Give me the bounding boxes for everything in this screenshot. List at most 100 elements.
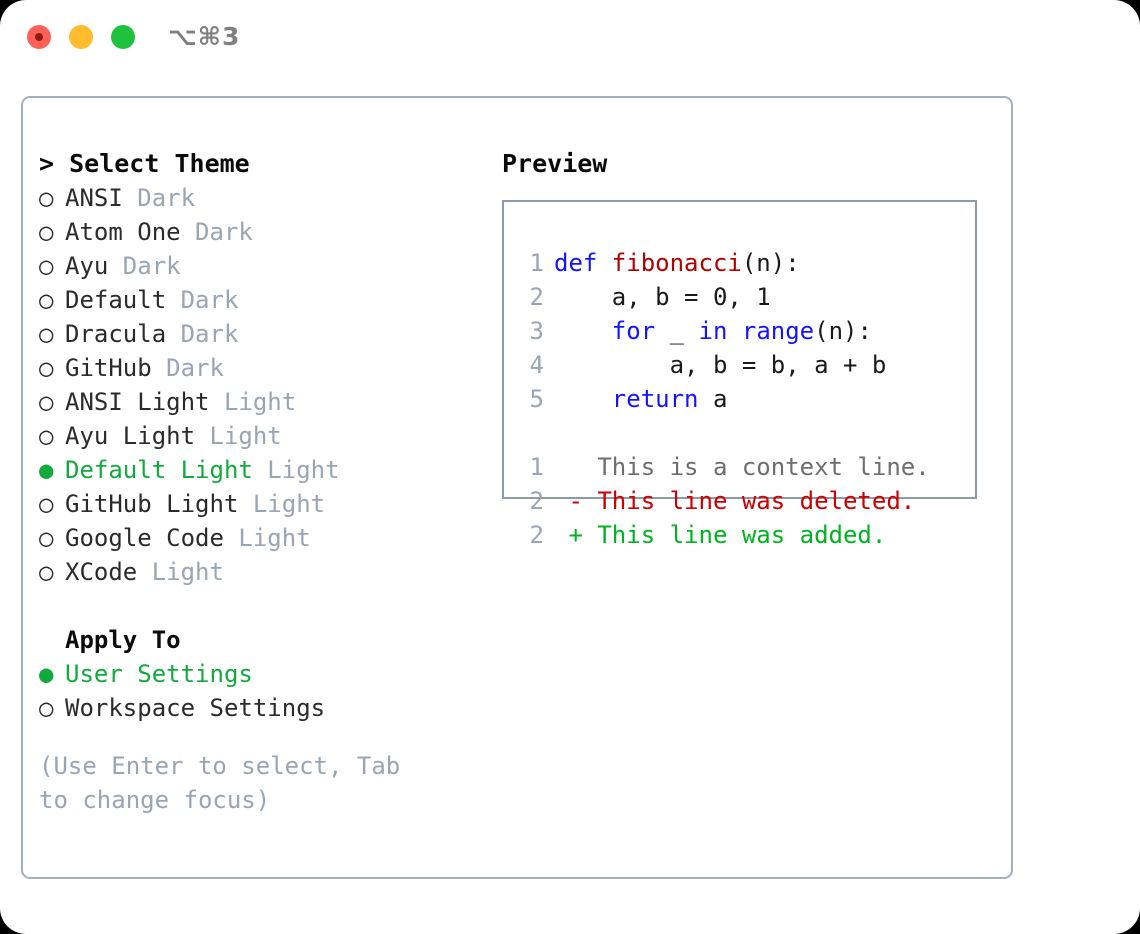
theme-option-google-code[interactable]: ○Google Code Light (39, 521, 479, 555)
code-line-number: 5 (529, 385, 544, 413)
code-token-kw: for (611, 317, 656, 345)
radio-selected-icon: ● (39, 660, 54, 688)
theme-option-default[interactable]: ○ Default Dark (39, 283, 479, 317)
theme-option-ansi-light[interactable]: ○ANSI Light Light (39, 385, 479, 419)
close-window-button[interactable] (27, 25, 51, 49)
theme-option-label: Ayu Light (65, 422, 210, 450)
theme-option-label: GitHub (65, 354, 167, 382)
theme-variant-tag: Dark (122, 252, 181, 280)
theme-variant-tag: Dark (180, 320, 239, 348)
code-token-fn: fibonacci (611, 249, 742, 277)
code-token-txt: a, b = 0, 1 (554, 283, 771, 311)
code-token-txt (554, 385, 612, 413)
code-line: 5 return a (504, 382, 975, 416)
theme-option-label: Dracula (65, 320, 181, 348)
code-line: 2 a, b = 0, 1 (504, 280, 975, 314)
minimize-window-button[interactable] (69, 25, 93, 49)
theme-variant-tag: Dark (137, 184, 196, 212)
theme-variant-tag: Dark (195, 218, 253, 246)
theme-option-github-light[interactable]: ○ GitHub Light Light (39, 487, 479, 521)
radio-unselected-icon: ○ (39, 490, 54, 518)
zoom-window-button[interactable] (111, 25, 135, 49)
theme-option-dracula[interactable]: ○ Dracula Dark (39, 317, 479, 351)
code-token-kw: range (741, 317, 815, 345)
code-line-number: 1 (529, 249, 544, 277)
theme-option-label: ANSI Light (65, 388, 224, 416)
apply-to-option-workspace-settings[interactable]: ○ Workspace Settings (39, 691, 479, 725)
diff-line-number: 1 (529, 453, 544, 481)
code-token-txt: a, b = b, a + b (554, 351, 887, 379)
diff-line-text-del: - This line was deleted. (554, 487, 916, 515)
diff-line-text-add: + This line was added. (554, 521, 887, 549)
code-line-number: 2 (529, 283, 544, 311)
apply-to-option-user-settings[interactable]: ● User Settings (39, 657, 479, 691)
code-token-txt: a (698, 385, 728, 413)
theme-variant-tag: Light (252, 490, 326, 518)
radio-unselected-icon: ○ (39, 524, 54, 552)
theme-variant-tag: Light (151, 558, 224, 586)
theme-option-ayu-light[interactable]: ○Ayu Light Light (39, 419, 479, 453)
title-bar: ⌥⌘3 (0, 0, 1140, 78)
code-diff-spacer (504, 416, 975, 450)
radio-unselected-icon: ○ (39, 252, 54, 280)
code-token-txt (554, 317, 612, 345)
diff-sample: 1 This is a context line.2 - This line w… (504, 450, 975, 552)
theme-variant-tag: Light (267, 456, 340, 484)
theme-variant-tag: Dark (180, 286, 239, 314)
theme-option-label: Google Code (65, 524, 239, 552)
theme-list: ○ANSI Dark○Atom One Dark○Ayu Dark○Defaul… (39, 181, 479, 589)
radio-unselected-icon: ○ (39, 218, 54, 246)
diff-line: 2 - This line was deleted. (504, 484, 975, 518)
code-line-number: 4 (529, 351, 544, 379)
traffic-light-group (27, 25, 135, 49)
radio-unselected-icon: ○ (39, 184, 54, 212)
theme-option-label: Ayu (65, 252, 123, 280)
theme-option-github[interactable]: ○ GitHub Dark (39, 351, 479, 385)
theme-option-ansi[interactable]: ○ ANSI Dark (39, 181, 479, 215)
theme-option-label: Default (65, 286, 181, 314)
apply-to-list: ● User Settings ○ Workspace Settings (39, 657, 479, 725)
code-token-txt: _ (655, 317, 699, 345)
apply-to-option-label: User Settings (65, 660, 253, 688)
theme-option-label: Default Light (65, 456, 268, 484)
theme-option-label: XCode (65, 558, 152, 586)
theme-picker-column: > Select Theme ○ANSI Dark○Atom One Dark○… (39, 147, 479, 817)
diff-line: 2 + This line was added. (504, 518, 975, 552)
radio-selected-icon: ● (39, 456, 54, 484)
radio-unselected-icon: ○ (39, 286, 54, 314)
diff-line-number: 2 (529, 521, 544, 549)
radio-unselected-icon: ○ (39, 558, 54, 586)
theme-option-label: ANSI (65, 184, 138, 212)
code-token-txt: (n): (741, 249, 800, 277)
radio-unselected-icon: ○ (39, 694, 54, 722)
radio-unselected-icon: ○ (39, 320, 54, 348)
code-line-number: 3 (529, 317, 544, 345)
theme-option-default-light[interactable]: ● Default Light Light (39, 453, 479, 487)
diff-line-text-ctx: This is a context line. (554, 453, 930, 481)
code-token-kw: return (611, 385, 699, 413)
radio-unselected-icon: ○ (39, 388, 54, 416)
apply-to-option-label: Workspace Settings (65, 694, 326, 722)
radio-unselected-icon: ○ (39, 354, 54, 382)
theme-option-atom-one[interactable]: ○Atom One Dark (39, 215, 479, 249)
window-title: ⌥⌘3 (168, 22, 241, 51)
diff-line-number: 2 (529, 487, 544, 515)
theme-variant-tag: Dark (166, 354, 224, 382)
code-token-txt: (n): (814, 317, 872, 345)
code-token-txt (727, 317, 741, 345)
theme-option-label: GitHub Light (65, 490, 253, 518)
diff-line: 1 This is a context line. (504, 450, 975, 484)
code-line: 4 a, b = b, a + b (504, 348, 975, 382)
apply-to-header: Apply To (65, 626, 181, 654)
select-theme-header: > Select Theme (39, 149, 250, 178)
theme-option-xcode[interactable]: ○ XCode Light (39, 555, 479, 589)
keyboard-hint-text: (Use Enter to select, Tab to change focu… (39, 752, 415, 814)
theme-option-ayu[interactable]: ○ Ayu Dark (39, 249, 479, 283)
code-line: 3 for _ in range(n): (504, 314, 975, 348)
code-token-kw: in (698, 317, 728, 345)
